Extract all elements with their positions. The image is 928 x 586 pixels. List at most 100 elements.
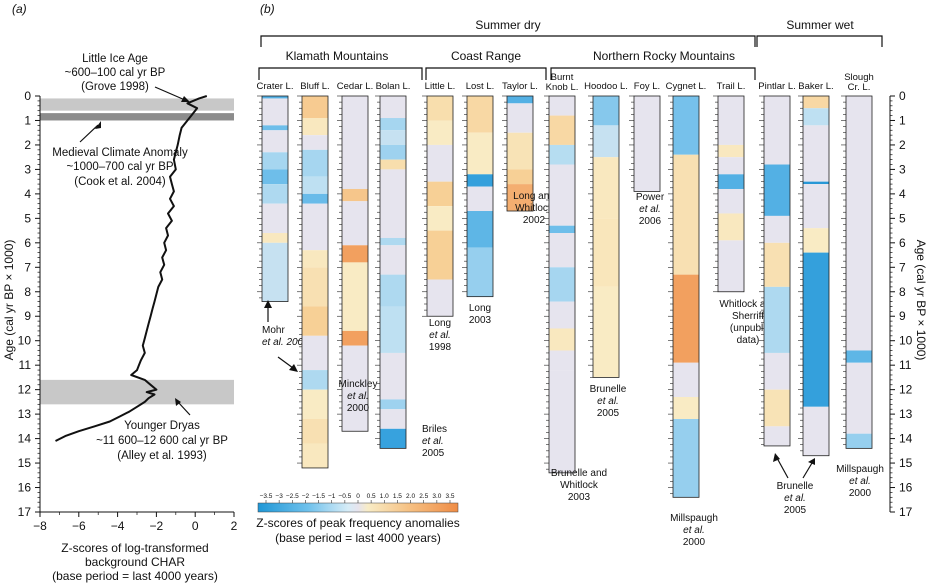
lake-segment bbox=[549, 328, 575, 351]
lake-segment bbox=[262, 233, 288, 243]
lake-citation: Power bbox=[636, 192, 665, 203]
colorbar-tick-label: −3 bbox=[275, 493, 283, 500]
colorbar-tick-label: 3.0 bbox=[432, 493, 441, 500]
yd-arrowhead bbox=[175, 398, 181, 406]
panel-a-xtick-label: −8 bbox=[33, 519, 47, 533]
colorbar-title-line2: (base period = last 4000 years) bbox=[275, 531, 441, 545]
lake-segment bbox=[467, 174, 493, 187]
panel-a-ytick-label: 5 bbox=[24, 211, 31, 225]
lake-citation: (unpubl. bbox=[730, 323, 766, 334]
bracket-summer-wet: Summer wet bbox=[756, 18, 883, 47]
lake-segment bbox=[302, 135, 328, 150]
panel-b-ytick-label: 8 bbox=[899, 285, 906, 299]
mca-annotation-line1: Medieval Climate Anomaly bbox=[52, 147, 188, 159]
panel-a-ytick-label: 16 bbox=[18, 481, 32, 495]
panel-a-ytick-label: 8 bbox=[24, 285, 31, 299]
yd-annotation-line1: Younger Dryas bbox=[124, 420, 200, 432]
lake-segment bbox=[764, 215, 790, 243]
lake-column-outline bbox=[379, 95, 407, 449]
lake-segment bbox=[262, 98, 288, 126]
lia-annotation-line2: ~600–100 cal yr BP bbox=[65, 67, 166, 79]
lake-segment bbox=[342, 330, 368, 346]
colorbar-gradient bbox=[257, 502, 459, 513]
colorbar-tick-label: 0 bbox=[356, 493, 360, 500]
lake-segment bbox=[380, 118, 406, 131]
panel-a-label: (a) bbox=[12, 2, 27, 16]
lake-segment bbox=[593, 125, 619, 158]
lake-segment bbox=[549, 267, 575, 302]
lake-segment bbox=[549, 301, 575, 329]
colorbar-tick-label: −2.5 bbox=[286, 493, 299, 500]
lake-citation: 2005 bbox=[422, 448, 445, 459]
panel-a-ytick-label: 1 bbox=[24, 113, 31, 127]
lake-segment bbox=[507, 96, 533, 104]
lake-name: Slough bbox=[844, 72, 874, 83]
lake-segment bbox=[718, 96, 744, 145]
lia-annotation-line1: Little Ice Age bbox=[82, 53, 148, 65]
panel-b-ytick-label: 13 bbox=[899, 407, 913, 421]
lake-segment bbox=[380, 159, 406, 170]
lake-segment bbox=[507, 184, 533, 212]
label-summer-wet: Summer wet bbox=[786, 18, 854, 32]
lake-citation: 2003 bbox=[568, 492, 591, 503]
lake-segment bbox=[262, 130, 288, 153]
lake-segment bbox=[342, 188, 368, 202]
lake-column-outline bbox=[506, 95, 534, 212]
panel-b-ylabel: Age (cal yr BP × 1000) bbox=[914, 240, 928, 361]
baker-arrowhead bbox=[808, 458, 815, 465]
lake-citation: et al. bbox=[429, 330, 451, 341]
mca-arrow bbox=[79, 124, 99, 143]
lake-segment bbox=[380, 245, 406, 275]
lake-segment bbox=[342, 345, 368, 432]
lake-column-outline bbox=[341, 95, 369, 432]
panel-a-ytick-label: 7 bbox=[24, 260, 31, 274]
panel-a-xtick-label: −4 bbox=[111, 519, 125, 533]
mohr-arrowhead bbox=[264, 300, 272, 308]
lake-citation: 2000 bbox=[849, 488, 872, 499]
mca-arrowhead bbox=[95, 121, 101, 129]
yd-arrow bbox=[177, 401, 191, 416]
lake-citation: 2003 bbox=[469, 315, 492, 326]
lake-segment bbox=[380, 274, 406, 307]
panel-a-ytick-label: 13 bbox=[18, 407, 32, 421]
panel-b-ytick-label: 12 bbox=[899, 383, 913, 397]
lake-segment bbox=[507, 132, 533, 170]
panel-b-ytick-label: 6 bbox=[899, 236, 906, 250]
lake-name: Foy L. bbox=[634, 81, 660, 92]
lake-segment bbox=[302, 267, 328, 307]
lake-name: Burnt bbox=[551, 72, 574, 83]
lake-column-outline bbox=[261, 95, 289, 302]
lake-segment bbox=[846, 96, 872, 351]
pintlar-arrow bbox=[776, 457, 789, 479]
panel-a-ytick-label: 9 bbox=[24, 309, 31, 323]
lake-citation: Sherriff bbox=[732, 311, 764, 322]
lake-citation: Millspaugh bbox=[836, 464, 884, 475]
lake-name: Cedar L. bbox=[337, 81, 373, 92]
lake-citation: 2000 bbox=[347, 403, 370, 414]
lake-segment bbox=[634, 96, 660, 192]
lake-citation: Brunelle bbox=[777, 481, 814, 492]
lake-segment bbox=[342, 245, 368, 263]
lake-segment bbox=[427, 96, 453, 121]
lake-segment bbox=[718, 213, 744, 241]
lake-citation: Mohr bbox=[262, 325, 285, 336]
colorbar-tick-label: −1 bbox=[328, 493, 336, 500]
lake-segment bbox=[427, 120, 453, 145]
panel-a-xtick-label: −6 bbox=[72, 519, 86, 533]
lake-column-outline bbox=[845, 95, 873, 449]
panel-b-ytick-label: 16 bbox=[899, 481, 913, 495]
lake-column-outline bbox=[548, 95, 576, 474]
yd-annotation-line3: (Alley et al. 1993) bbox=[117, 450, 207, 462]
lake-citation: et al. bbox=[683, 525, 705, 536]
lake-segment bbox=[507, 103, 533, 133]
lake-segment bbox=[673, 419, 699, 498]
panel-a-ytick-label: 0 bbox=[24, 89, 31, 103]
lake-citation: 2005 bbox=[597, 408, 620, 419]
lake-segment bbox=[718, 174, 744, 189]
